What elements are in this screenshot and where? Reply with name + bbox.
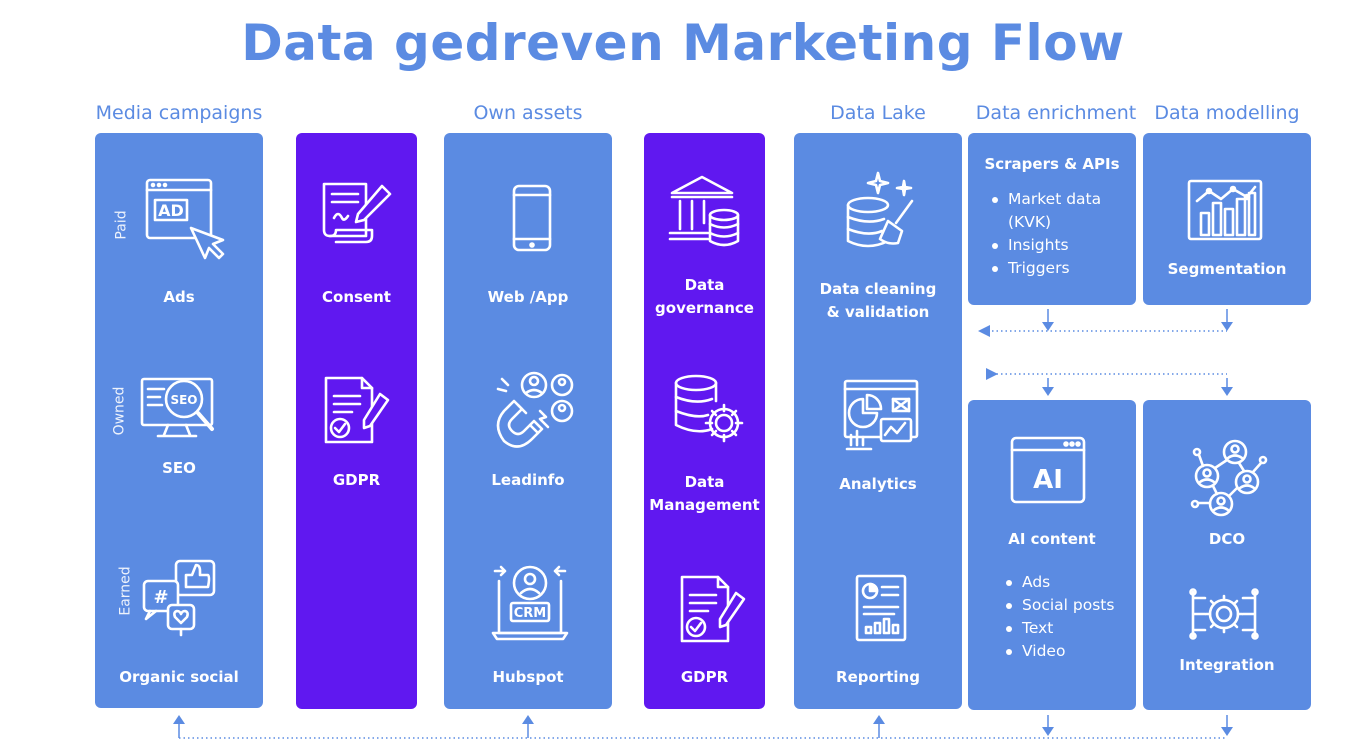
arrow-down-icon [1042, 727, 1054, 736]
integration-gear-icon [1189, 588, 1259, 640]
segmentation-box: Segmentation [1143, 133, 1311, 305]
section-data-modelling: Data modelling [1154, 102, 1300, 124]
svg-text:AI: AI [1033, 465, 1063, 495]
section-data-lake: Data Lake [830, 102, 926, 124]
arrow-up-icon [173, 715, 185, 724]
leadinfo-label: Leadinfo [491, 471, 565, 489]
section-data-enrichment: Data enrichment [975, 102, 1137, 124]
organic-social-label: Organic social [119, 668, 239, 686]
crm-icon: CRM [491, 561, 569, 641]
svg-text:CRM: CRM [514, 606, 547, 621]
consent-gdpr-label: GDPR [332, 471, 381, 489]
bank-database-icon [668, 173, 742, 249]
arrow-down-icon [1221, 727, 1233, 736]
page-title: Data gedreven Marketing Flow [241, 14, 1125, 72]
arrow-up-icon [522, 715, 534, 724]
chart-board-icon [1187, 179, 1265, 241]
ai-content-box: AI AI content Ads Social posts Text Vide… [968, 400, 1136, 710]
segmentation-label: Segmentation [1167, 260, 1287, 278]
dco-label: DCO [1208, 530, 1246, 548]
arrow-down-icon [1221, 322, 1233, 331]
section-own-assets: Own assets [473, 102, 583, 124]
ai-content-item: Text [1006, 617, 1114, 640]
contract-icon [320, 178, 394, 246]
consent-label: Consent [322, 288, 391, 306]
data-cleaning-label-1: Data cleaning [819, 280, 937, 298]
ad-window-icon: AD [145, 178, 227, 260]
data-governance-label-2: governance [655, 299, 754, 317]
consent-column: Consent GDPR [296, 133, 417, 709]
gdpr-doc-icon [322, 374, 392, 446]
enrichment-item: Insights [992, 234, 1101, 257]
seo-monitor-icon: SEO [140, 373, 222, 443]
data-management-label-2: Management [649, 496, 760, 514]
svg-text:SEO: SEO [170, 393, 197, 407]
governance-column: Data governance Data Management GDPR [644, 133, 765, 709]
data-governance-label-1: Data [684, 276, 725, 294]
governance-gdpr-doc-icon [678, 573, 748, 645]
ai-content-item: Ads [1006, 571, 1114, 594]
analytics-label: Analytics [839, 475, 917, 493]
report-icon [854, 573, 908, 643]
media-campaigns-column: Paid AD Ads Owned SEO SEO Earned # [95, 133, 263, 708]
arrow-down-icon [1221, 387, 1233, 396]
section-media-campaigns: Media campaigns [95, 102, 263, 124]
arrow-down-icon [1042, 322, 1054, 331]
ads-label: Ads [163, 288, 195, 306]
arrow-down-icon [1042, 387, 1054, 396]
social-icon: # [140, 557, 220, 639]
phone-icon [511, 183, 553, 255]
analytics-dashboard-icon [841, 377, 921, 457]
enrichment-item: Triggers [992, 257, 1101, 280]
scrapers-apis-heading: Scrapers & APIs [984, 155, 1120, 173]
database-gear-icon [672, 373, 746, 445]
network-icon [1189, 438, 1268, 518]
arrow-right-icon [986, 368, 998, 380]
hubspot-label: Hubspot [492, 668, 564, 686]
ai-content-label: AI content [1008, 530, 1096, 548]
data-management-label-1: Data [684, 473, 725, 491]
ai-content-list: Ads Social posts Text Video [1006, 571, 1114, 663]
ai-content-item: Video [1006, 640, 1114, 663]
database-clean-icon [844, 171, 920, 253]
arrow-left-icon [978, 325, 990, 337]
reporting-label: Reporting [836, 668, 920, 686]
ai-content-item: Social posts [1006, 594, 1114, 617]
svg-text:AD: AD [158, 201, 184, 220]
ai-window-icon: AI [1010, 436, 1086, 504]
enrichment-list: Market data (KVK) Insights Triggers [992, 188, 1101, 280]
scrapers-apis-box: Scrapers & APIs Market data (KVK) Insigh… [968, 133, 1136, 305]
arrow-up-icon [873, 715, 885, 724]
governance-gdpr-label: GDPR [680, 668, 729, 686]
magnet-icon [490, 369, 580, 451]
own-assets-column: Web /App Leadinfo CRM Hubspot [444, 133, 612, 709]
dco-box: DCO Integration [1143, 400, 1311, 710]
data-cleaning-label-2: & validation [826, 303, 930, 321]
seo-label: SEO [162, 459, 196, 477]
svg-text:#: # [153, 587, 168, 608]
enrichment-item: Market data [992, 188, 1101, 211]
enrichment-item: (KVK) [1008, 213, 1052, 231]
web-app-label: Web /App [487, 288, 569, 306]
data-lake-column: Data cleaning & validation Analytics Rep… [794, 133, 962, 709]
integration-label: Integration [1179, 656, 1275, 674]
